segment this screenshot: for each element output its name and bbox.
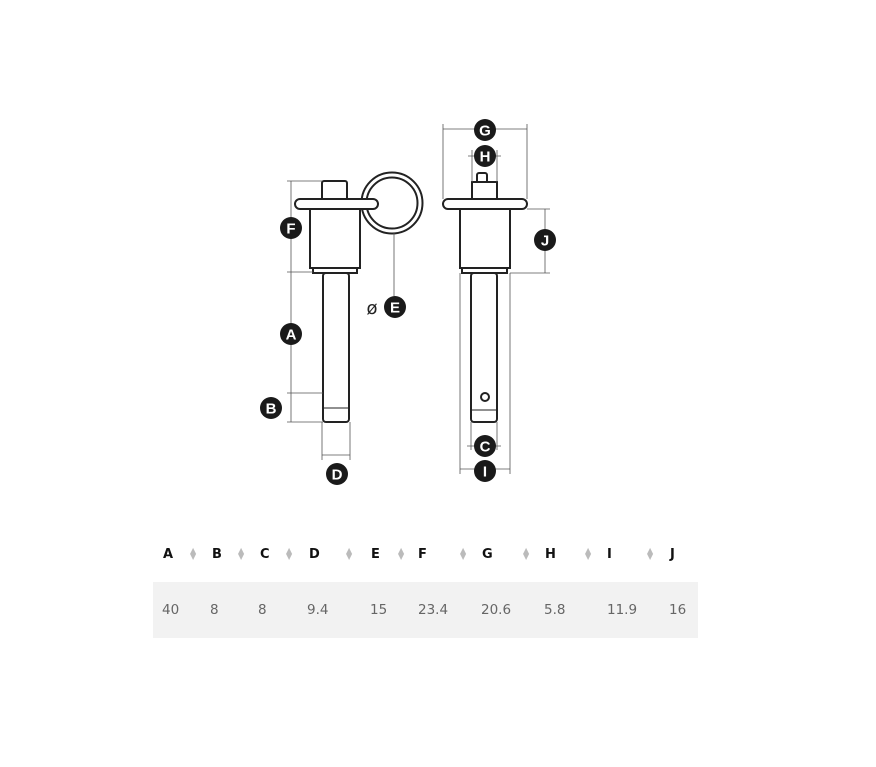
- ball-lock-pin-dimension-diagram: F A B D ø E G H J C I: [260, 119, 556, 485]
- label-H: H: [474, 145, 496, 167]
- right-pin-flange: [442, 198, 528, 210]
- sort-icon[interactable]: ▲▼: [647, 546, 654, 561]
- cell-B: 8: [210, 602, 219, 618]
- column-header-B[interactable]: B: [212, 547, 222, 562]
- column-header-F[interactable]: F: [418, 547, 427, 562]
- svg-text:J: J: [541, 233, 549, 250]
- svg-text:B: B: [266, 401, 277, 418]
- svg-text:D: D: [332, 467, 343, 484]
- left-pin-flange: [294, 198, 379, 210]
- column-header-E[interactable]: E: [371, 547, 380, 562]
- svg-text:I: I: [483, 464, 487, 481]
- svg-text:H: H: [480, 149, 491, 166]
- label-D: D: [326, 463, 348, 485]
- svg-text:A: A: [286, 327, 297, 344]
- sort-icon[interactable]: ▲▼: [398, 546, 405, 561]
- cell-G: 20.6: [481, 602, 512, 618]
- sort-icon[interactable]: ▲▼: [286, 546, 293, 561]
- right-pin-body: [459, 207, 511, 269]
- label-G: G: [474, 119, 496, 141]
- label-C: C: [474, 435, 496, 457]
- label-B: B: [260, 397, 282, 419]
- label-F: F: [280, 217, 302, 239]
- column-header-A[interactable]: A: [163, 547, 174, 562]
- svg-text:E: E: [390, 300, 400, 317]
- detent-hole: [480, 392, 490, 402]
- cell-I: 11.9: [607, 602, 638, 618]
- cell-F: 23.4: [418, 602, 449, 618]
- sort-icon[interactable]: ▲▼: [585, 546, 592, 561]
- label-E: E: [384, 296, 406, 318]
- left-pin-body: [309, 207, 361, 269]
- column-header-D[interactable]: D: [309, 547, 320, 562]
- left-pin-button: [321, 180, 348, 201]
- cell-H: 5.8: [544, 602, 566, 618]
- svg-text:G: G: [479, 123, 491, 140]
- right-pin-button: [471, 181, 498, 201]
- column-header-C[interactable]: C: [260, 547, 270, 562]
- right-pin-shaft: [470, 272, 498, 423]
- cell-E: 15: [370, 602, 388, 618]
- label-J: J: [534, 229, 556, 251]
- cell-C: 8: [258, 602, 267, 618]
- diameter-symbol: ø: [366, 298, 377, 319]
- svg-text:F: F: [286, 221, 295, 238]
- column-header-H[interactable]: H: [545, 547, 556, 562]
- sort-icon[interactable]: ▲▼: [346, 546, 353, 561]
- column-header-G[interactable]: G: [482, 547, 493, 562]
- label-I: I: [474, 460, 496, 482]
- svg-text:C: C: [480, 439, 491, 456]
- sort-icon[interactable]: ▲▼: [523, 546, 530, 561]
- column-header-J[interactable]: J: [670, 547, 675, 562]
- left-pin-shaft: [322, 272, 350, 423]
- column-header-I[interactable]: I: [607, 547, 612, 562]
- sort-icon[interactable]: ▲▼: [238, 546, 245, 561]
- cell-A: 40: [162, 602, 180, 618]
- sort-icon[interactable]: ▲▼: [190, 546, 197, 561]
- cell-D: 9.4: [307, 602, 329, 618]
- sort-icon[interactable]: ▲▼: [460, 546, 467, 561]
- cell-J: 16: [669, 602, 687, 618]
- table-row: 40 8 8 9.4 15 23.4 20.6 5.8 11.9 16: [153, 582, 698, 638]
- label-A: A: [280, 323, 302, 345]
